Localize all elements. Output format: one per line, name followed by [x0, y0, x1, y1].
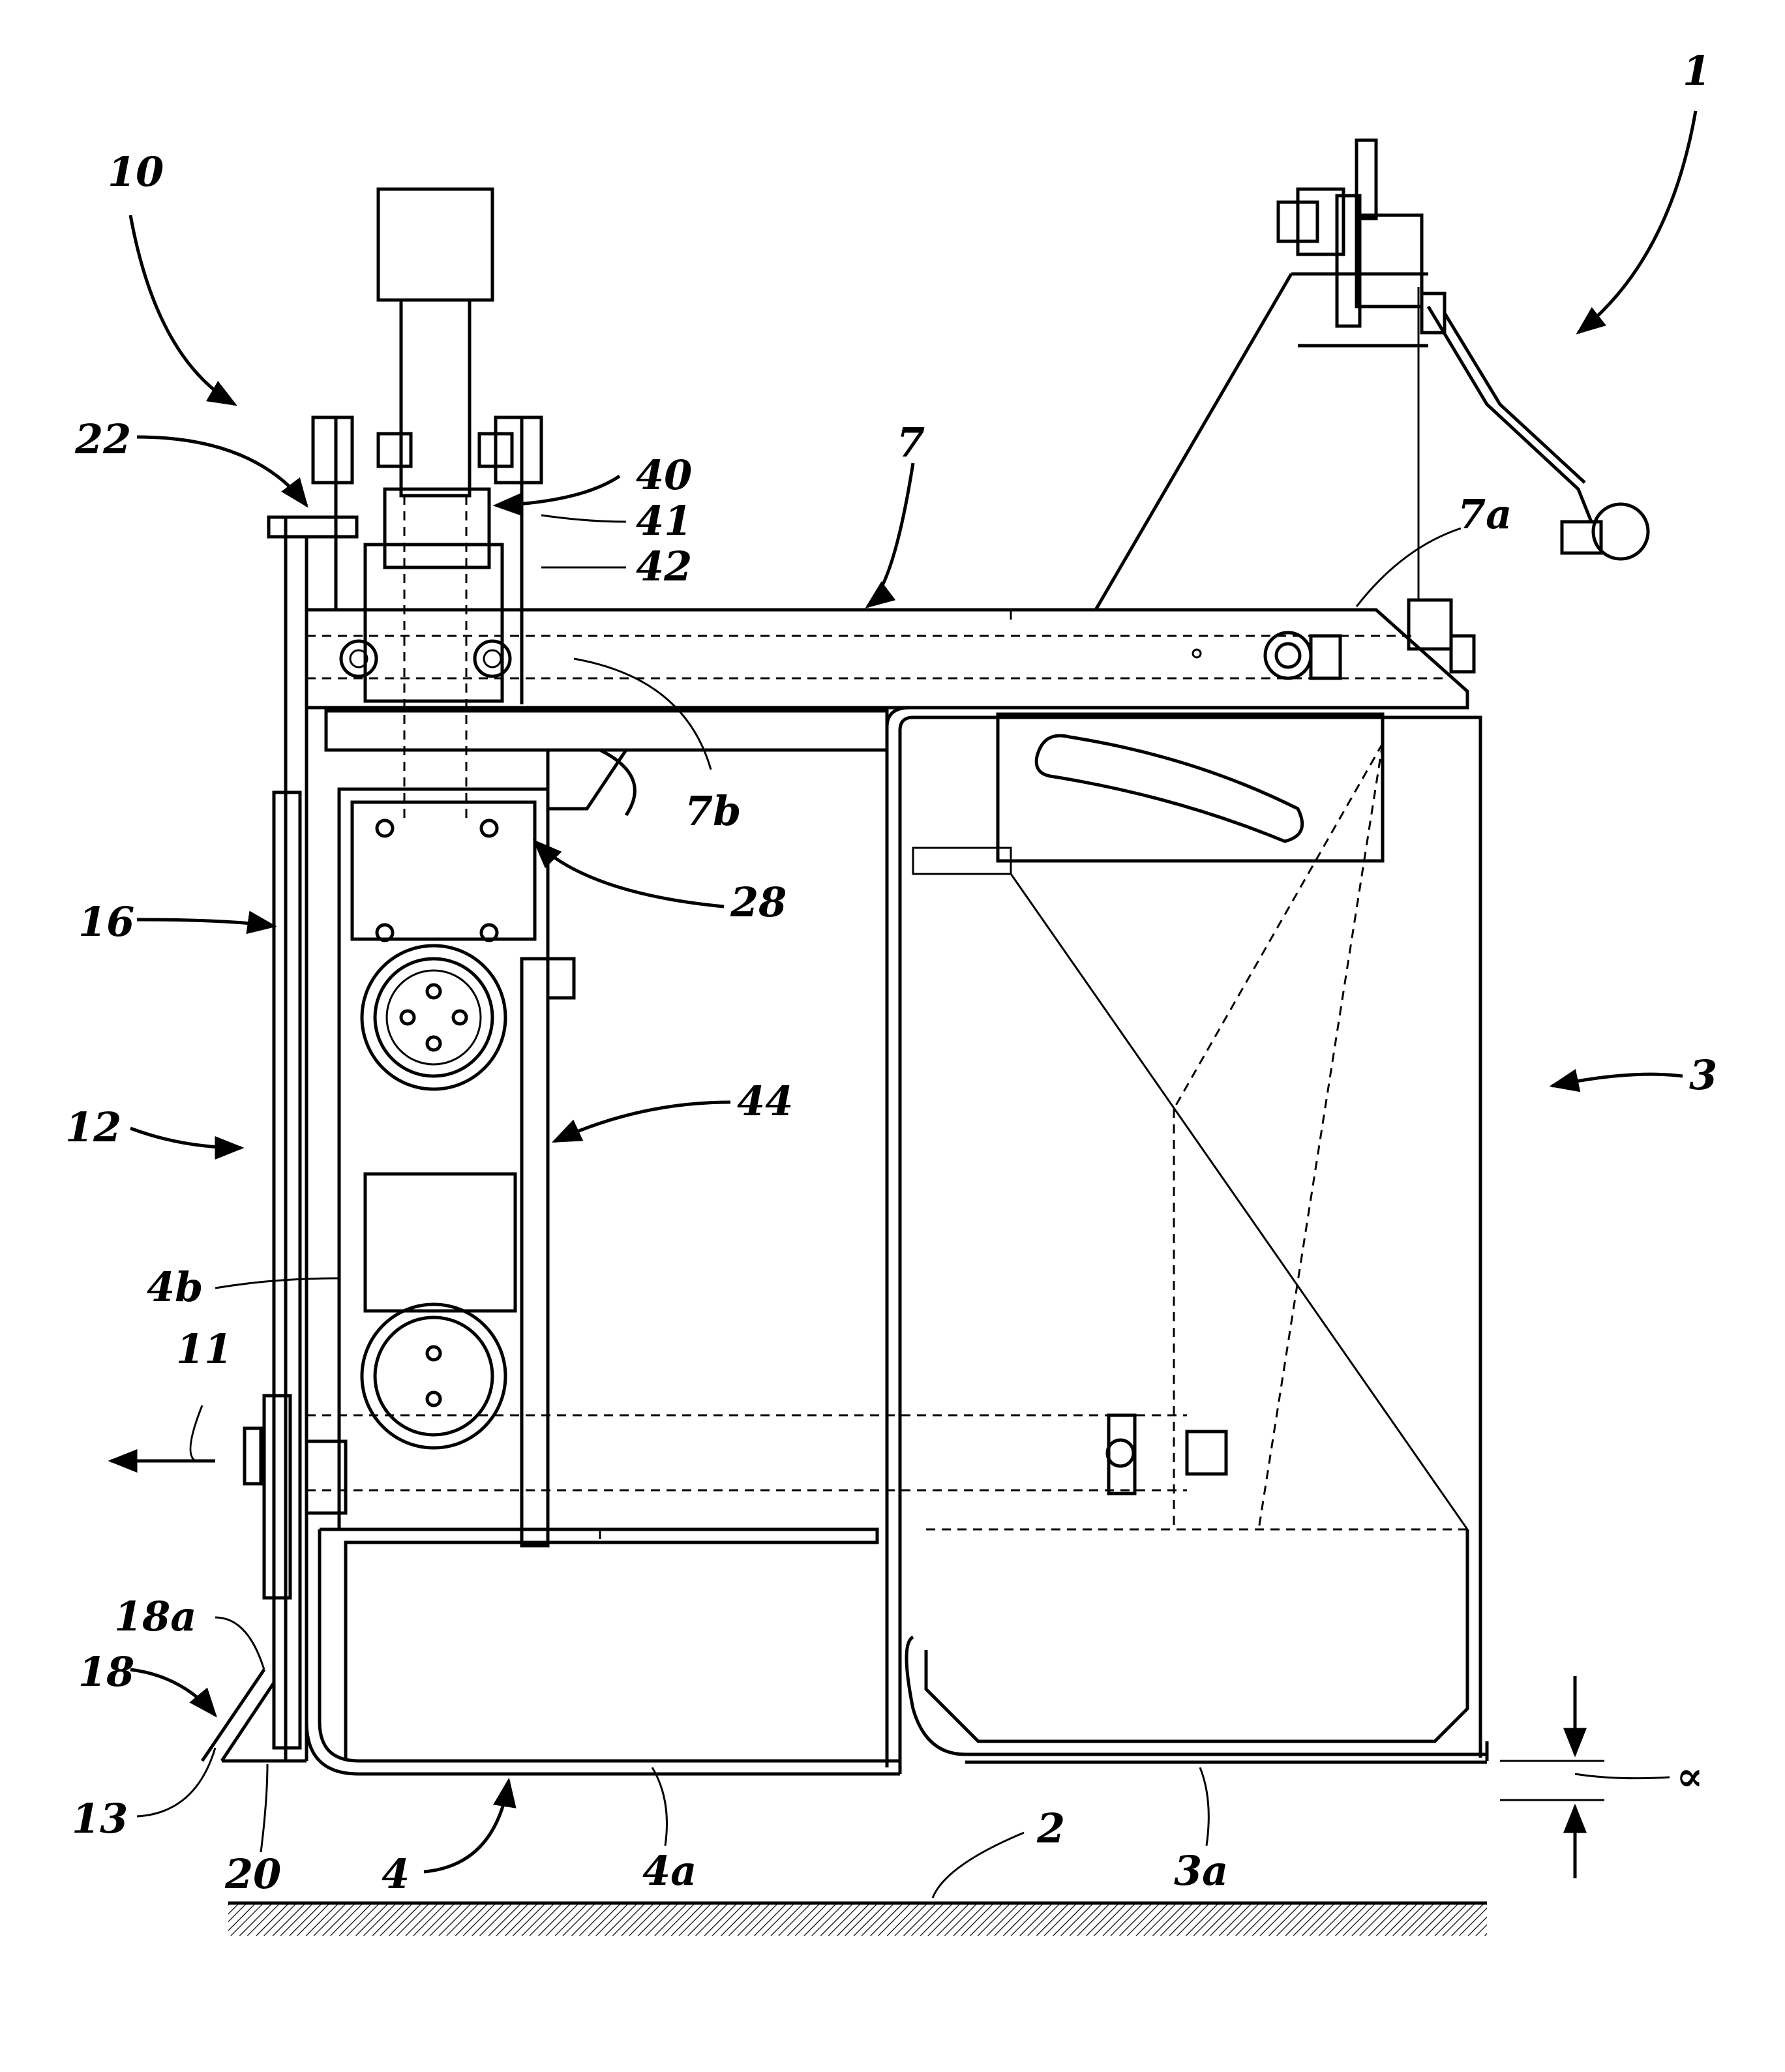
tray-4 [307, 1529, 900, 1774]
label-7: 7 [897, 419, 925, 466]
label-42: 42 [636, 543, 692, 590]
label-18a: 18a [114, 1593, 196, 1640]
label-3: 3 [1689, 1051, 1717, 1099]
reference-labels: 1 10 22 40 41 42 7 7a 7b 28 16 44 3 12 4… [65, 47, 1717, 1898]
motor-column [313, 189, 887, 822]
label-12: 12 [65, 1104, 121, 1151]
ground-surface [228, 1903, 1487, 1936]
label-22: 22 [74, 415, 131, 463]
label-13: 13 [72, 1795, 128, 1842]
label-alpha: ∝ [1676, 1752, 1703, 1800]
right-body-3 [887, 708, 1487, 1767]
label-16: 16 [78, 898, 134, 946]
crank-handle-1 [1096, 140, 1648, 610]
label-40: 40 [636, 451, 692, 499]
label-11: 11 [176, 1325, 232, 1373]
label-41: 41 [636, 497, 692, 545]
label-20: 20 [224, 1850, 281, 1898]
leader-lines [111, 111, 1696, 1898]
label-44: 44 [737, 1077, 793, 1125]
label-2: 2 [1036, 1805, 1065, 1852]
side-plate-16 [264, 792, 300, 1748]
label-7a: 7a [1458, 490, 1512, 538]
bracket-22 [269, 517, 357, 1761]
label-3a: 3a [1174, 1847, 1228, 1895]
label-4: 4 [382, 1850, 410, 1898]
label-4b: 4b [147, 1263, 203, 1311]
top-beam-7 [307, 600, 1474, 708]
label-10: 10 [108, 148, 164, 196]
label-1: 1 [1683, 47, 1711, 95]
label-18: 18 [78, 1648, 134, 1696]
label-7b: 7b [685, 787, 742, 835]
label-28: 28 [730, 878, 787, 926]
label-4a: 4a [642, 1847, 697, 1895]
